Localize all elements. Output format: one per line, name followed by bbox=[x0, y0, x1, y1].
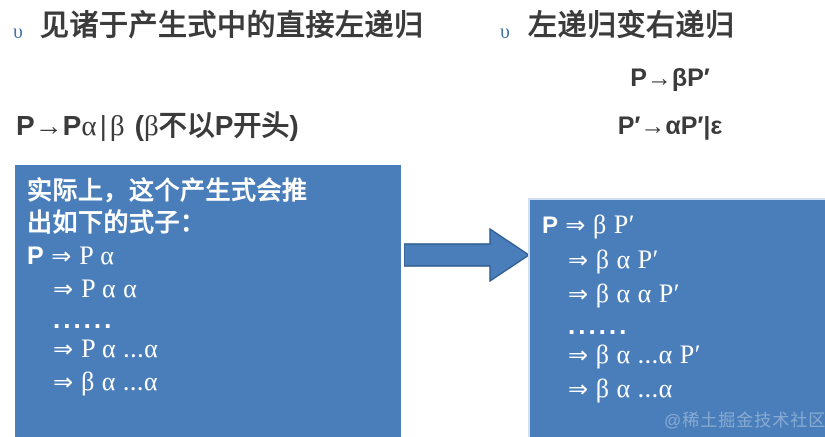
left-formula-alpha: α bbox=[81, 110, 97, 142]
left-box-text: 实际上，这个产生式会推 出如下的式子： P ⇒ P α ⇒ P α α ....… bbox=[27, 175, 401, 398]
left-formula-lhs: P→P bbox=[16, 110, 82, 141]
double-arrow-icon: ⇒ bbox=[568, 375, 589, 404]
right-deriv-line-3: ⇒ β α α P′ bbox=[542, 277, 825, 312]
right-deriv-line-2: ⇒ β α P′ bbox=[542, 243, 825, 278]
deriv-rhs: β α ...α bbox=[81, 366, 159, 396]
double-arrow-icon: ⇒ bbox=[568, 340, 589, 369]
right-deriv-line-5: ⇒ β α ...α P′ bbox=[542, 338, 825, 373]
left-formula-note-open: ( bbox=[134, 110, 144, 141]
deriv-rhs: β α α P′ bbox=[595, 279, 680, 309]
left-formula-bar: | bbox=[99, 110, 107, 141]
left-formula-note-beta: β bbox=[143, 110, 159, 142]
double-arrow-icon: ⇒ bbox=[53, 334, 74, 363]
right-deriv-line-6: ⇒ β α ...α bbox=[542, 372, 825, 407]
right-deriv-line-1: P ⇒ β P′ bbox=[542, 208, 825, 243]
right-deriv-ellipsis: ...... bbox=[568, 309, 630, 340]
right-box-text: P ⇒ β P′ ⇒ β α P′ ⇒ β α α P′ ...... ⇒ β … bbox=[542, 208, 825, 407]
deriv-rhs: β P′ bbox=[593, 210, 635, 239]
left-deriv-line-4: ⇒ P α ...α bbox=[27, 332, 401, 365]
double-arrow-icon: ⇒ bbox=[568, 280, 589, 309]
left-deriv-line-1: P ⇒ P α bbox=[27, 239, 401, 272]
double-arrow-icon: ⇒ bbox=[53, 367, 74, 396]
deriv-prefix: P bbox=[542, 212, 559, 239]
left-production-formula: P→Pα|β(β不以P开头) bbox=[16, 104, 299, 144]
deriv-rhs: β α P′ bbox=[595, 244, 659, 274]
left-deriv-line-2: ⇒ P α α bbox=[27, 272, 401, 305]
left-box-intro-line-1: 实际上，这个产生式会推 bbox=[27, 177, 308, 205]
left-formula-beta: β bbox=[109, 110, 125, 142]
left-formula-note-close: ) bbox=[289, 110, 299, 141]
deriv-rhs: P α bbox=[79, 241, 115, 270]
deriv-prefix: P bbox=[27, 242, 44, 270]
deriv-rhs: P α α bbox=[81, 274, 138, 304]
double-arrow-icon: ⇒ bbox=[53, 275, 74, 304]
deriv-rhs: β α ...α bbox=[595, 374, 673, 404]
right-heading: 左递归变右递归 bbox=[528, 10, 735, 42]
bullet-icon-right: υ bbox=[500, 21, 510, 43]
left-deriv-ellipsis: ...... bbox=[53, 303, 115, 334]
deriv-rhs: β α ...α P′ bbox=[595, 339, 701, 369]
right-arrow-icon bbox=[403, 227, 531, 283]
left-deriv-line-5: ⇒ β α ...α bbox=[27, 365, 401, 398]
double-arrow-icon: ⇒ bbox=[51, 242, 72, 270]
right-production-formula-2: P′→αP′|ε bbox=[617, 112, 723, 140]
left-heading: 见诸于产生式中的直接左递归 bbox=[40, 10, 424, 42]
left-derivation-box: 实际上，这个产生式会推 出如下的式子： P ⇒ P α ⇒ P α α ....… bbox=[15, 165, 401, 437]
right-derivation-box: P ⇒ β P′ ⇒ β α P′ ⇒ β α α P′ ...... ⇒ β … bbox=[528, 198, 825, 437]
double-arrow-icon: ⇒ bbox=[565, 211, 586, 239]
double-arrow-icon: ⇒ bbox=[568, 245, 589, 274]
deriv-rhs: P α ...α bbox=[81, 333, 159, 363]
watermark-text: @稀土掘金技术社区 bbox=[664, 411, 825, 430]
left-formula-note-text: 不以P开头 bbox=[158, 110, 290, 141]
left-box-intro-line-2: 出如下的式子： bbox=[27, 209, 206, 237]
bullet-icon-left: υ bbox=[13, 21, 23, 43]
right-production-formula-1: P→βP′ bbox=[630, 64, 710, 92]
